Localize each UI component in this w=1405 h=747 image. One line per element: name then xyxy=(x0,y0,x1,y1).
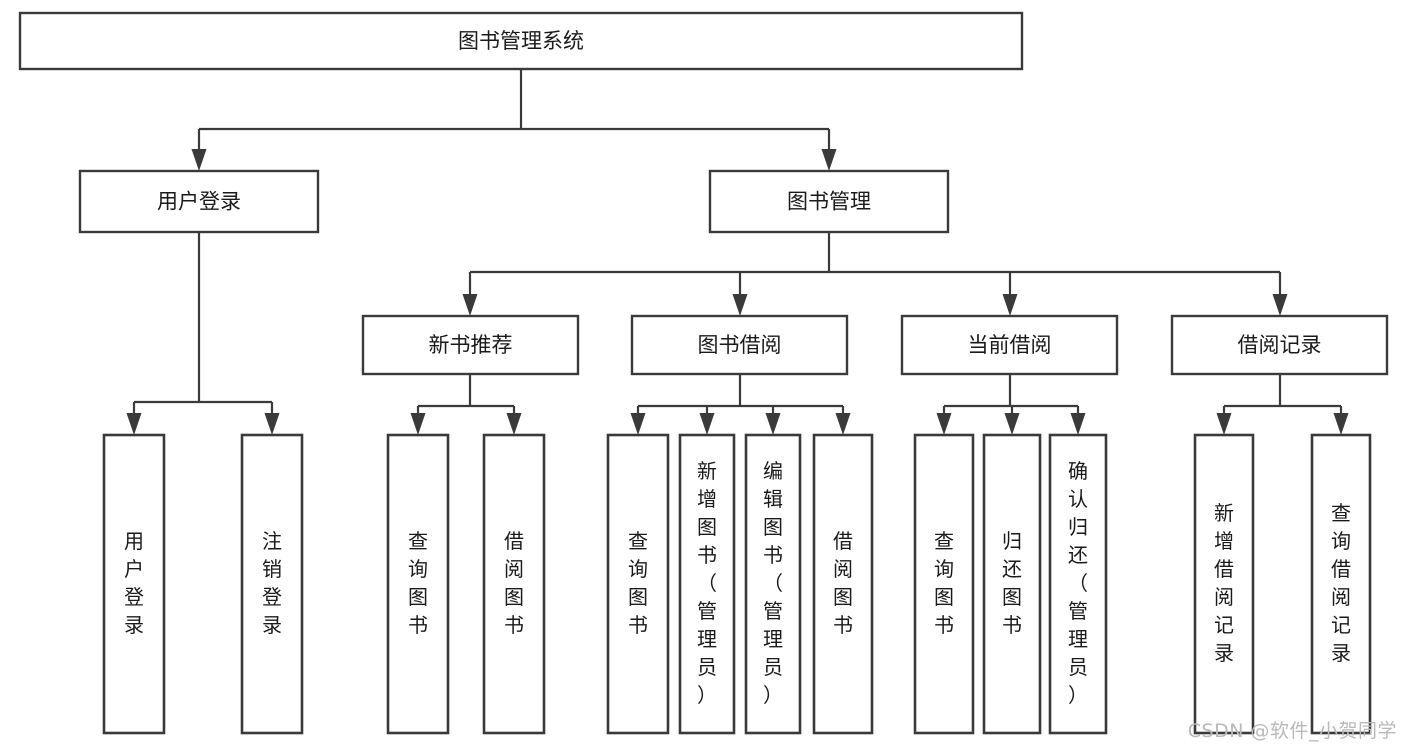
node-box xyxy=(630,314,849,376)
arrow-head-icon xyxy=(699,413,715,435)
node-box xyxy=(606,433,670,735)
node-leaf-borrow-book-2[interactable]: 借阅图书 xyxy=(812,433,874,735)
node-label: 确认归还（管理员） xyxy=(1068,459,1088,707)
node-box xyxy=(678,433,736,735)
arrow-head-icon xyxy=(765,413,781,435)
arrow-head-icon xyxy=(191,149,207,171)
node-box xyxy=(102,433,166,735)
node-box xyxy=(913,433,975,735)
node-label: 借阅图书 xyxy=(504,529,524,637)
node-records[interactable]: 借阅记录 xyxy=(1170,314,1389,376)
connector-group xyxy=(191,69,837,171)
connector-group xyxy=(410,374,522,435)
connector-group xyxy=(630,374,851,435)
node-leaf-borrow-book-1[interactable]: 借阅图书 xyxy=(482,433,546,735)
node-label: 归还图书 xyxy=(1002,529,1022,637)
node-label: 新书推荐 xyxy=(429,333,513,357)
arrow-head-icon xyxy=(630,413,646,435)
node-box xyxy=(708,169,950,234)
connector-group xyxy=(462,232,1288,316)
node-label: 借阅图书 xyxy=(833,529,853,637)
node-box xyxy=(240,433,304,735)
node-box xyxy=(812,433,874,735)
node-leaf-return-book[interactable]: 归还图书 xyxy=(982,433,1042,735)
node-label: 新增图书（管理员） xyxy=(697,459,717,707)
node-root[interactable]: 图书管理系统 xyxy=(18,11,1024,71)
arrow-head-icon xyxy=(1070,413,1086,435)
node-bookmgmt[interactable]: 图书管理 xyxy=(708,169,950,234)
arrow-head-icon xyxy=(835,413,851,435)
node-box xyxy=(361,314,580,376)
node-borrow[interactable]: 图书借阅 xyxy=(630,314,849,376)
node-box xyxy=(982,433,1042,735)
arrow-head-icon xyxy=(410,413,426,435)
connector-group xyxy=(1216,374,1349,435)
arrow-head-icon xyxy=(462,294,478,316)
connector-group xyxy=(936,374,1086,435)
arrow-head-icon xyxy=(126,413,142,435)
node-box xyxy=(1193,433,1255,735)
connector-layer xyxy=(126,69,1349,435)
connector-group xyxy=(126,232,280,435)
node-current[interactable]: 当前借阅 xyxy=(900,314,1119,376)
node-leaf-user-logout[interactable]: 注销登录 xyxy=(240,433,304,735)
node-label: 查询图书 xyxy=(408,529,428,637)
arrow-head-icon xyxy=(1272,294,1288,316)
arrow-head-icon xyxy=(264,413,280,435)
node-layer: 图书管理系统用户登录图书管理新书推荐图书借阅当前借阅借阅记录用户登录注销登录查询… xyxy=(18,11,1389,735)
arrow-head-icon xyxy=(821,149,837,171)
node-label: 查询图书 xyxy=(628,529,648,637)
node-label: 借阅记录 xyxy=(1238,333,1322,357)
node-leaf-add-record[interactable]: 新增借阅记录 xyxy=(1193,433,1255,735)
node-label: 用户登录 xyxy=(157,190,241,214)
arrow-head-icon xyxy=(732,294,748,316)
node-leaf-confirm-return[interactable]: 确认归还（管理员） xyxy=(1048,433,1108,735)
arrow-head-icon xyxy=(506,413,522,435)
node-leaf-query-book-3[interactable]: 查询图书 xyxy=(913,433,975,735)
node-box xyxy=(482,433,546,735)
node-label: 图书借阅 xyxy=(698,333,782,357)
node-label: 注销登录 xyxy=(262,529,282,637)
node-leaf-edit-book[interactable]: 编辑图书（管理员） xyxy=(744,433,802,735)
node-box xyxy=(744,433,802,735)
node-box xyxy=(1310,433,1372,735)
node-label: 用户登录 xyxy=(124,529,144,637)
arrow-head-icon xyxy=(1004,413,1020,435)
node-label: 新增借阅记录 xyxy=(1214,501,1234,665)
node-box xyxy=(386,433,450,735)
node-label: 当前借阅 xyxy=(968,333,1052,357)
arrow-head-icon xyxy=(1333,413,1349,435)
node-label: 编辑图书（管理员） xyxy=(763,459,783,707)
node-box xyxy=(1048,433,1108,735)
node-leaf-user-login[interactable]: 用户登录 xyxy=(102,433,166,735)
node-newbook[interactable]: 新书推荐 xyxy=(361,314,580,376)
arrow-head-icon xyxy=(936,413,952,435)
arrow-head-icon xyxy=(1002,294,1018,316)
node-label: 图书管理系统 xyxy=(458,29,584,53)
csdn-watermark: CSDN @软件_小贺同学 xyxy=(1187,720,1397,742)
node-leaf-query-book-1[interactable]: 查询图书 xyxy=(386,433,450,735)
node-box xyxy=(78,169,320,234)
arrow-head-icon xyxy=(1216,413,1232,435)
node-login[interactable]: 用户登录 xyxy=(78,169,320,234)
node-label: 查询借阅记录 xyxy=(1331,501,1351,665)
node-leaf-add-book[interactable]: 新增图书（管理员） xyxy=(678,433,736,735)
node-box xyxy=(900,314,1119,376)
node-box xyxy=(1170,314,1389,376)
node-label: 图书管理 xyxy=(787,190,871,214)
node-leaf-query-record[interactable]: 查询借阅记录 xyxy=(1310,433,1372,735)
node-leaf-query-book-2[interactable]: 查询图书 xyxy=(606,433,670,735)
node-label: 查询图书 xyxy=(934,529,954,637)
node-box xyxy=(18,11,1024,71)
